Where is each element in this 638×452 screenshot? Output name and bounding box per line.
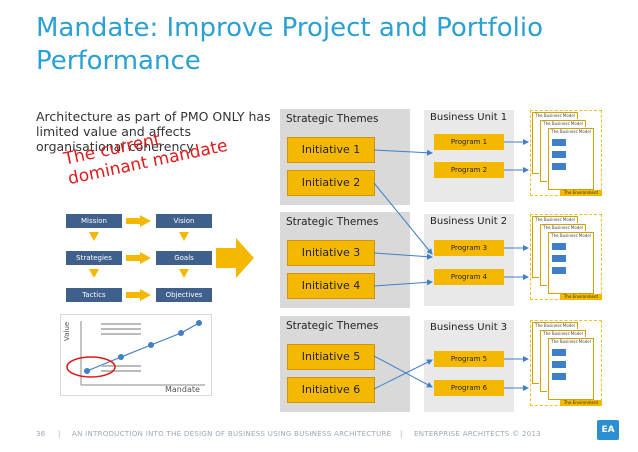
business-model-card: The Business Model <box>548 338 594 400</box>
business-unit-title: Business Unit 3 <box>430 322 508 333</box>
chart-x-label: Mandate <box>165 385 200 394</box>
vision-box: Vision <box>156 214 212 228</box>
big-arrow-right-icon <box>216 238 254 278</box>
program-2: Program 2 <box>434 162 504 178</box>
footer-separator: | <box>58 430 61 438</box>
business-unit-title: Business Unit 2 <box>430 216 508 227</box>
arrow-right-icon <box>140 289 151 301</box>
arrow-down-icon <box>179 232 189 241</box>
program-5: Program 5 <box>434 351 504 367</box>
slide-footer: 36 | AN INTRODUCTION INTO THE DESIGN OF … <box>0 427 638 441</box>
program-1: Program 1 <box>434 134 504 150</box>
page-number: 36 <box>36 430 46 438</box>
arrow-stem <box>126 218 140 224</box>
footer-separator: | <box>400 430 403 438</box>
business-model-stack: The Business Model The Business Model Th… <box>526 108 606 198</box>
ea-logo: EA <box>597 420 619 440</box>
value-chart: Value Mandate <box>60 314 212 396</box>
arrow-down-icon <box>89 269 99 278</box>
program-4: Program 4 <box>434 269 504 285</box>
business-unit-panel: Business Unit 3 Program 5 Program 6 <box>424 320 514 412</box>
arrow-down-icon <box>179 269 189 278</box>
footer-text: AN INTRODUCTION INTO THE DESIGN OF BUSIN… <box>72 430 392 438</box>
environment-label: The Environment <box>560 190 602 196</box>
initiative-1: Initiative 1 <box>287 137 375 163</box>
arrow-right-icon <box>140 252 151 264</box>
environment-label: The Environment <box>560 400 602 406</box>
footer-org: ENTERPRISE ARCHITECTS © 2013 <box>414 430 541 438</box>
initiative-6: Initiative 6 <box>287 377 375 403</box>
mission-box: Mission <box>66 214 122 228</box>
business-unit-title: Business Unit 1 <box>430 112 508 123</box>
initiative-3: Initiative 3 <box>287 240 375 266</box>
value-chart-graphic <box>66 320 205 386</box>
arrow-down-icon <box>89 232 99 241</box>
tactics-box: Tactics <box>66 288 122 302</box>
strategy-diagram: Mission Vision Strategies Goals Tactics … <box>60 208 220 308</box>
goals-box: Goals <box>156 251 212 265</box>
arrow-stem <box>126 292 140 298</box>
initiative-4: Initiative 4 <box>287 273 375 299</box>
business-model-card: The Business Model <box>548 128 594 190</box>
initiative-5: Initiative 5 <box>287 344 375 370</box>
objectives-box: Objectives <box>156 288 212 302</box>
slide-subtitle: Architecture as part of PMO ONLY has lim… <box>36 109 271 154</box>
business-model-card: The Business Model <box>548 232 594 294</box>
arrow-right-icon <box>140 215 151 227</box>
panel-title: Strategic Themes <box>286 320 379 332</box>
business-model-stack: The Business Model The Business Model Th… <box>526 212 606 302</box>
program-6: Program 6 <box>434 380 504 396</box>
business-unit-panel: Business Unit 2 Program 3 Program 4 <box>424 214 514 306</box>
initiative-2: Initiative 2 <box>287 170 375 196</box>
program-3: Program 3 <box>434 240 504 256</box>
slide-title: Mandate: Improve Project and Portfolio P… <box>36 13 544 76</box>
business-model-stack: The Business Model The Business Model Th… <box>526 318 606 408</box>
arrow-stem <box>126 255 140 261</box>
environment-label: The Environment <box>560 294 602 300</box>
strategic-themes-panel: Strategic Themes Initiative 3 Initiative… <box>280 212 410 308</box>
strategies-box: Strategies <box>66 251 122 265</box>
panel-title: Strategic Themes <box>286 216 379 228</box>
panel-title: Strategic Themes <box>286 113 379 125</box>
business-unit-panel: Business Unit 1 Program 1 Program 2 <box>424 110 514 202</box>
strategic-themes-panel: Strategic Themes Initiative 1 Initiative… <box>280 109 410 205</box>
